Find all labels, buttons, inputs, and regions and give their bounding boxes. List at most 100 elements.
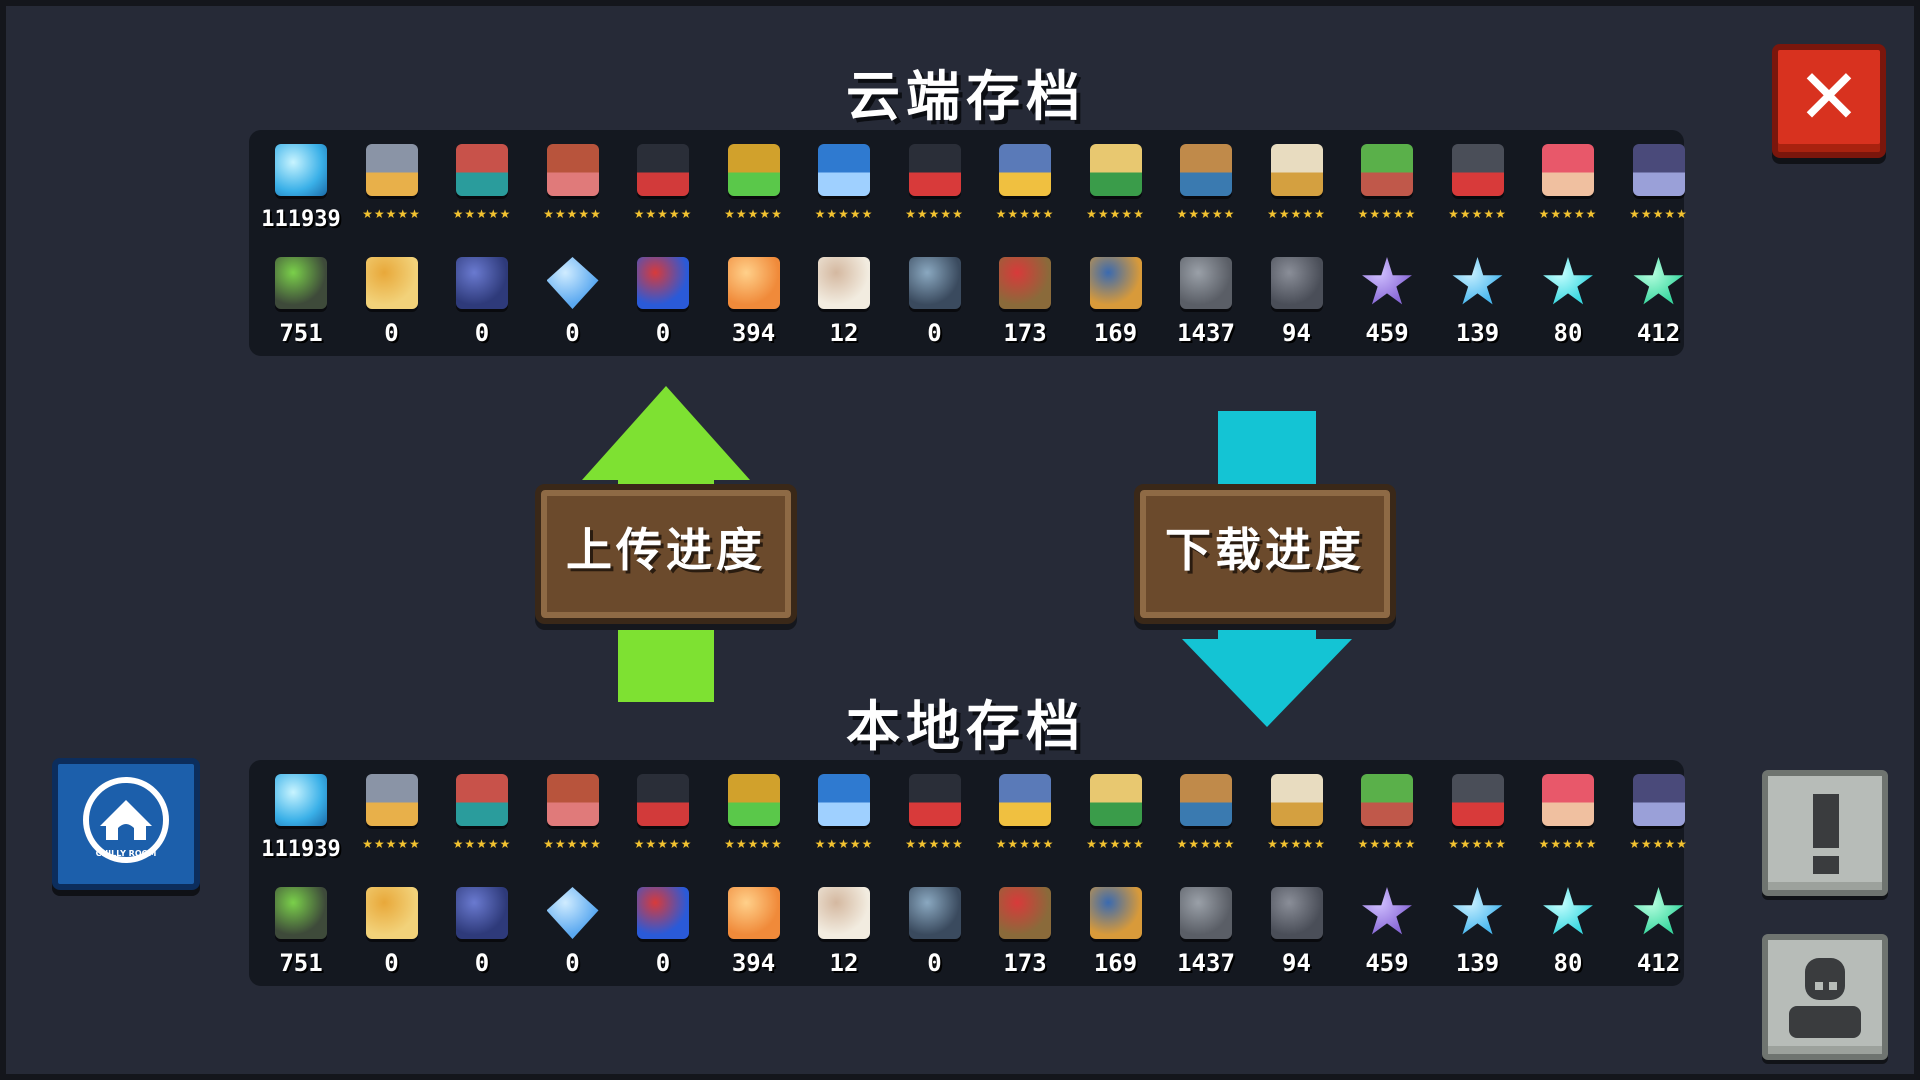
druid-icon [1361, 144, 1413, 196]
material-count: 751 [279, 949, 323, 977]
werewolf-icon [1180, 774, 1232, 826]
alchemist-icon [1542, 144, 1594, 196]
stone-icon [1270, 887, 1323, 939]
material-count: 1437 [1177, 319, 1235, 347]
robot-icon [727, 144, 780, 196]
horn-icon [1089, 257, 1142, 309]
hero-star-rating: ★★★★★ [1176, 837, 1236, 851]
hero-slot: ★★★★★ [528, 130, 618, 243]
hero-slot: ★★★★★ [799, 130, 889, 243]
hero-slot: ★★★★★ [1161, 760, 1251, 873]
chillyroom-logo-button[interactable]: CHILLY ROOM [52, 758, 200, 890]
holy-book-icon [365, 257, 418, 309]
blue-shard-icon [1452, 887, 1503, 935]
download-progress-button[interactable]: 下载进度 [1134, 484, 1396, 624]
material-count: 139 [1455, 949, 1500, 977]
hero-star-rating: ★★★★★ [995, 207, 1055, 221]
priest-icon [1270, 774, 1323, 826]
material-slot: 459 [1342, 873, 1432, 986]
material-slot: 0 [347, 873, 437, 986]
hero-star-rating: ★★★★★ [724, 207, 783, 221]
material-count: 173 [1003, 319, 1047, 347]
material-slot: 80 [1523, 243, 1613, 356]
hero-star-rating: ★★★★★ [1629, 837, 1688, 851]
hero-star-rating: ★★★★★ [1267, 207, 1326, 221]
material-slot: 751 [256, 243, 346, 356]
material-count: 0 [565, 319, 580, 347]
rogue-icon [456, 774, 508, 826]
upload-progress-button[interactable]: 上传进度 [535, 484, 797, 624]
material-slot: 169 [1071, 243, 1161, 356]
seed-bag-icon [818, 887, 870, 939]
material-slot: 173 [980, 873, 1070, 986]
material-count: 94 [1282, 949, 1311, 977]
local-save-title: 本地存档 [846, 695, 1086, 758]
hero-star-rating: ★★★★★ [724, 837, 783, 851]
hero-slot: ★★★★★ [437, 760, 527, 873]
material-count: 169 [1093, 319, 1138, 347]
material-slot: 751 [256, 873, 346, 986]
hero-slot: ★★★★★ [1071, 130, 1161, 243]
material-slot: 12 [799, 243, 889, 356]
info-button[interactable] [1762, 770, 1888, 896]
profile-button[interactable] [1762, 934, 1888, 1060]
material-count: 0 [474, 319, 490, 347]
hero-slot: ★★★★★ [1523, 130, 1613, 243]
hammer-icon [999, 257, 1051, 309]
hero-slot: ★★★★★ [1614, 130, 1704, 243]
material-slot: 1437 [1161, 243, 1251, 356]
werewolf-icon [1180, 144, 1232, 196]
hero-star-rating: ★★★★★ [905, 207, 964, 221]
material-count: 0 [655, 319, 671, 347]
material-slot: 80 [1523, 873, 1613, 986]
material-slot: 12 [799, 873, 889, 986]
material-count: 173 [1003, 949, 1047, 977]
hero-star-rating: ★★★★★ [1086, 207, 1145, 221]
material-count: 80 [1553, 319, 1583, 347]
hero-slot: ★★★★★ [709, 130, 799, 243]
holy-book-icon [365, 887, 418, 939]
cyan-shard-icon [1543, 887, 1593, 935]
hero-star-rating: ★★★★★ [543, 207, 602, 221]
close-button[interactable]: ✕ [1772, 44, 1886, 158]
druid-icon [1361, 774, 1413, 826]
local-save-panel: 111939★★★★★★★★★★★★★★★★★★★★★★★★★★★★★★★★★★… [249, 760, 1687, 986]
paladin-icon [999, 774, 1051, 826]
material-count: 394 [731, 319, 776, 347]
vampire-icon [908, 144, 961, 196]
hero-star-rating: ★★★★★ [1267, 837, 1326, 851]
cyan-shard-icon [1543, 257, 1593, 305]
hero-slot: ★★★★★ [1252, 760, 1342, 873]
battery-icon [275, 887, 327, 939]
elf-icon [1089, 774, 1142, 826]
material-count: 0 [474, 949, 490, 977]
ore-icon [727, 887, 780, 939]
gem-icon [275, 774, 327, 826]
hero-slot: ★★★★★ [1523, 760, 1613, 873]
purple-shard-icon [1362, 257, 1412, 305]
material-slot: 94 [1252, 243, 1342, 356]
gear-icon [1180, 257, 1232, 309]
gem-count: 111939 [261, 837, 341, 862]
hero-star-rating: ★★★★★ [633, 207, 693, 221]
hero-star-rating: ★★★★★ [1538, 837, 1598, 851]
priest-icon [1270, 144, 1323, 196]
engineer-icon [818, 774, 870, 826]
material-slot: 0 [347, 243, 437, 356]
material-slot: 1437 [1161, 873, 1251, 986]
material-slot: 412 [1614, 873, 1704, 986]
exclamation-icon [1813, 794, 1839, 874]
hero-slot: ★★★★★ [709, 760, 799, 873]
cloud-save-title: 云端存档 [846, 65, 1086, 128]
alchemist-icon [1542, 774, 1594, 826]
elf-icon [1089, 144, 1142, 196]
material-count: 751 [279, 319, 323, 347]
hero-star-rating: ★★★★★ [1448, 207, 1507, 221]
knight-icon [365, 774, 418, 826]
cloud-hero-row: 111939★★★★★★★★★★★★★★★★★★★★★★★★★★★★★★★★★★… [249, 130, 1687, 243]
wizard-icon [546, 144, 599, 196]
dark-book-icon [456, 257, 508, 309]
gem-counter: 111939 [256, 760, 346, 873]
hero-slot: ★★★★★ [1161, 130, 1251, 243]
rogue-icon [456, 144, 508, 196]
